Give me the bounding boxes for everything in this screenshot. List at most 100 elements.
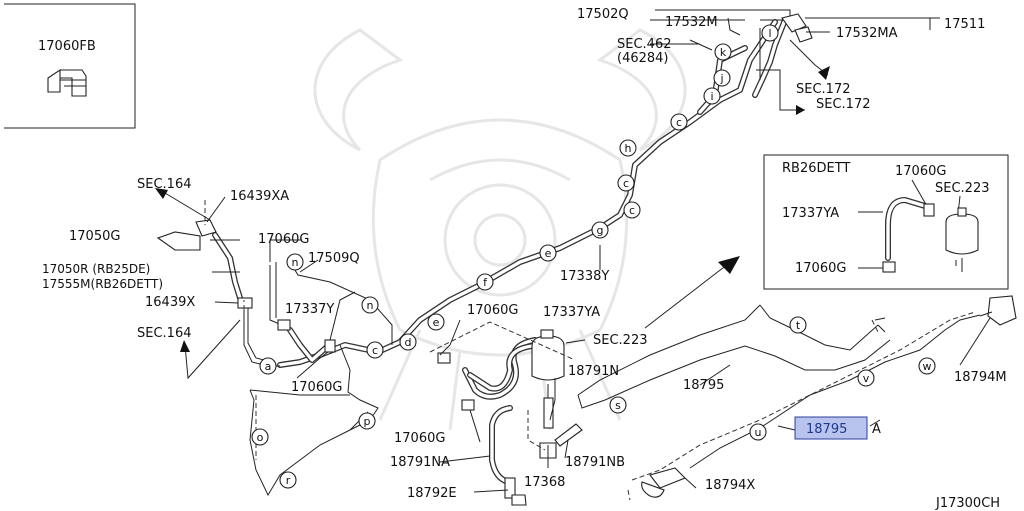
section-ref-sec164-a[interactable]: SEC.164 [137, 177, 192, 192]
section-ref-sec172-b[interactable]: SEC.172 [816, 97, 871, 112]
part-label-17060g-lower[interactable]: 17060G [394, 431, 445, 446]
joint-marker-w[interactable]: w [918, 357, 936, 375]
svg-text:j: j [719, 72, 723, 85]
part-label-17337y[interactable]: 17337Y [285, 302, 334, 317]
sec164-arrows [155, 188, 241, 380]
svg-text:f: f [483, 276, 488, 289]
joint-marker-n2[interactable]: n [361, 296, 379, 314]
inset-part-label-17060g-top[interactable]: 17060G [895, 164, 946, 179]
inset-part-label-17337ya[interactable]: 17337YA [782, 206, 839, 221]
section-ref-sec164-b[interactable]: SEC.164 [137, 326, 192, 341]
svg-text:n: n [367, 299, 374, 312]
svg-text:n: n [292, 256, 299, 269]
part-label-18791n[interactable]: 18791N [568, 364, 619, 379]
svg-text:r: r [286, 474, 291, 487]
svg-text:s: s [615, 399, 621, 412]
joint-marker-k[interactable]: k [714, 43, 732, 61]
left-hose-group [156, 200, 393, 367]
inset-box-17060fb: 17060FB [4, 3, 136, 129]
joint-marker-r[interactable]: r [279, 471, 297, 489]
part-label-18794x[interactable]: 18794X [705, 478, 755, 493]
part-label-17060g-middle[interactable]: 17060G [467, 303, 518, 318]
part-label-17368[interactable]: 17368 [524, 475, 565, 490]
svg-text:c: c [623, 177, 629, 190]
section-ref-sec462-code: (46284) [617, 51, 669, 66]
part-label-17338y[interactable]: 17338Y [560, 269, 609, 284]
part-label-18795a-highlighted[interactable]: 18795 [806, 422, 847, 437]
joint-marker-d[interactable]: d [399, 333, 417, 351]
part-label-18791na[interactable]: 18791NA [390, 455, 450, 470]
part-label-18795[interactable]: 18795 [683, 378, 724, 393]
svg-text:g: g [597, 224, 604, 237]
part-label-17509q[interactable]: 17509Q [308, 251, 360, 266]
inset-part-label-17060g-bottom[interactable]: 17060G [795, 261, 846, 276]
joint-marker-h[interactable]: h [619, 139, 637, 157]
joint-marker-o[interactable]: o [251, 428, 269, 446]
highlighted-part-box [794, 416, 868, 440]
joint-marker-l[interactable]: l [761, 24, 779, 42]
svg-text:l: l [768, 27, 771, 40]
watermark-emblem [313, 28, 687, 431]
inset-box-rb26dett: RB26DETT 17060G SEC.223 17337YA 17060G [763, 154, 1009, 290]
section-ref-sec462[interactable]: SEC.462 [617, 37, 672, 52]
part-label-17060fb[interactable]: 17060FB [38, 39, 96, 54]
main-fuel-line [277, 17, 788, 368]
direction-arrow [644, 256, 740, 329]
svg-text:e: e [545, 247, 552, 260]
part-label-17337ya[interactable]: 17337YA [543, 305, 600, 320]
part-label-17050g[interactable]: 17050G [69, 229, 120, 244]
part-label-16439x[interactable]: 16439X [145, 295, 195, 310]
svg-text:h: h [625, 142, 632, 155]
drawing-code: J17300CH [935, 496, 1000, 511]
svg-text:k: k [720, 46, 727, 59]
svg-text:o: o [257, 431, 264, 444]
svg-text:u: u [755, 426, 762, 439]
svg-text:c: c [629, 204, 635, 217]
joint-marker-e1[interactable]: e [539, 244, 557, 262]
part-label-18794m[interactable]: 18794M [954, 370, 1007, 385]
joint-marker-c1[interactable]: c [670, 113, 688, 131]
leader-lines [206, 19, 991, 493]
joint-marker-c4[interactable]: c [366, 341, 384, 359]
part-label-17050r[interactable]: 17050R (RB25DE) [42, 262, 150, 276]
canister-hose-group [429, 321, 583, 506]
joint-marker-i[interactable]: i [703, 87, 721, 105]
svg-text:c: c [676, 116, 682, 129]
joint-markers: k l j i c h c c g e f e d c n n a t v w … [251, 24, 936, 489]
joint-marker-n1[interactable]: n [286, 253, 304, 271]
joint-marker-c3[interactable]: c [623, 201, 641, 219]
joint-marker-e2[interactable]: e [427, 313, 445, 331]
joint-marker-v[interactable]: v [857, 369, 875, 387]
joint-marker-f[interactable]: f [476, 273, 494, 291]
top-connector-group [655, 9, 940, 115]
svg-text:t: t [796, 319, 801, 332]
part-label-17060g-upper[interactable]: 17060G [258, 232, 309, 247]
joint-marker-a[interactable]: a [259, 357, 277, 375]
part-labels: 17502Q 17532M 17511 17532MA SEC.462 (462… [42, 7, 1007, 511]
joint-marker-p[interactable]: p [358, 412, 376, 430]
joint-marker-u[interactable]: u [749, 423, 767, 441]
joint-marker-t[interactable]: t [789, 316, 807, 334]
part-label-16439xa[interactable]: 16439XA [230, 189, 289, 204]
part-label-18792e[interactable]: 18792E [407, 486, 457, 501]
section-ref-sec172-a[interactable]: SEC.172 [796, 82, 851, 97]
part-label-17532m[interactable]: 17532M [665, 15, 718, 30]
part-label-18795a-suffix: A [872, 422, 881, 437]
part-label-17060g-lower-left[interactable]: 17060G [291, 380, 342, 395]
svg-text:p: p [364, 415, 371, 428]
svg-text:v: v [863, 372, 870, 385]
joint-marker-c2[interactable]: c [617, 174, 635, 192]
joint-marker-s[interactable]: s [609, 396, 627, 414]
section-ref-sec223[interactable]: SEC.223 [593, 333, 648, 348]
part-label-17511[interactable]: 17511 [944, 17, 985, 32]
part-label-17555m[interactable]: 17555M(RB26DETT) [42, 277, 163, 291]
part-label-17502q[interactable]: 17502Q [577, 7, 629, 22]
part-label-17532ma[interactable]: 17532MA [836, 26, 898, 41]
joint-marker-j[interactable]: j [713, 69, 731, 87]
joint-marker-g[interactable]: g [591, 221, 609, 239]
inset-engine-label: RB26DETT [782, 161, 850, 176]
inset-part-label-sec223[interactable]: SEC.223 [935, 181, 990, 196]
part-label-18791nb[interactable]: 18791NB [565, 455, 625, 470]
